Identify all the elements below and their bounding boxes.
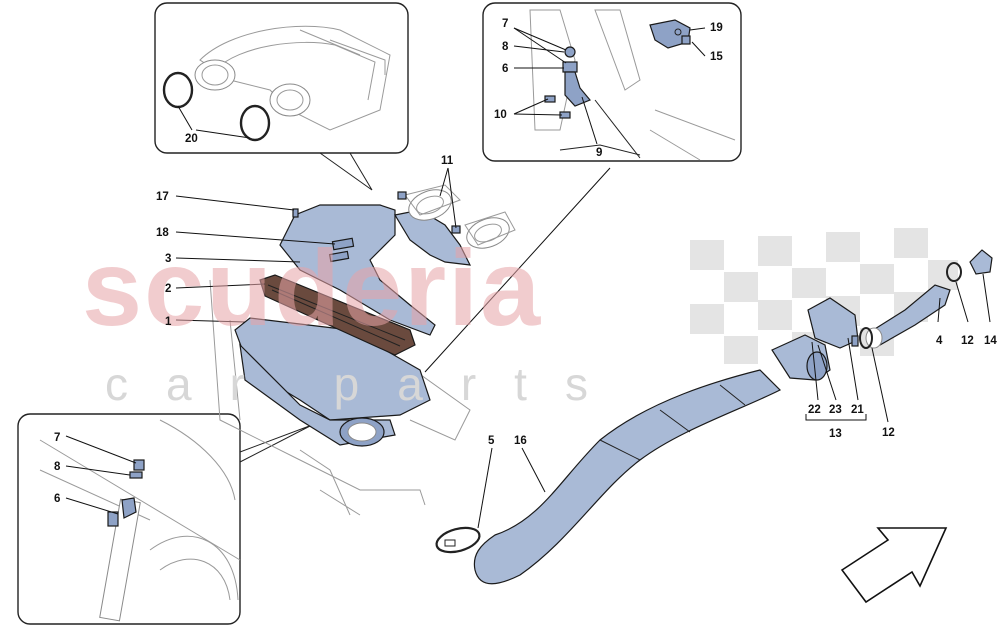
callout-23: 23: [829, 404, 842, 416]
callout-19: 19: [710, 22, 723, 34]
inset-fastener-detail: [17, 413, 313, 625]
callout-labels: 1 2 3 4 5 6 6 7 7 8 8 9 10 11 12 12 13 1…: [54, 18, 997, 505]
callout-3: 3: [165, 253, 171, 265]
callout-7-inset: 7: [54, 432, 60, 444]
callout-17: 17: [156, 191, 169, 203]
callout-11: 11: [441, 155, 454, 167]
checkered-flag-watermark: [690, 228, 958, 364]
callout-8-inset: 8: [54, 461, 61, 473]
callout-13: 13: [829, 428, 842, 440]
callout-6-top: 6: [502, 63, 508, 75]
leader-lines: [65, 27, 991, 529]
callout-10: 10: [494, 109, 507, 121]
inset-manifold: [154, 2, 409, 191]
callout-16: 16: [514, 435, 527, 447]
callout-1: 1: [165, 316, 172, 328]
callout-14: 14: [984, 335, 997, 347]
callout-7-top: 7: [502, 18, 508, 30]
callout-21: 21: [851, 404, 864, 416]
callout-5: 5: [488, 435, 495, 447]
callout-4: 4: [936, 335, 943, 347]
callout-22: 22: [808, 404, 821, 416]
intake-duct-parts: [435, 249, 993, 585]
callout-15: 15: [710, 51, 723, 63]
airbox-assembly: [209, 184, 516, 516]
watermark-sub: car parts: [105, 358, 626, 410]
callout-8-top: 8: [502, 41, 509, 53]
callout-9: 9: [596, 147, 602, 159]
forward-arrow-icon: [840, 527, 948, 604]
callout-6-inset: 6: [54, 493, 60, 505]
watermark-brand: scuderia: [82, 227, 542, 348]
inset-mount: [482, 2, 742, 162]
callout-12-lower: 12: [882, 427, 895, 439]
callout-12-right: 12: [961, 335, 974, 347]
callout-2: 2: [165, 283, 171, 295]
callout-20: 20: [185, 133, 198, 145]
callout-18: 18: [156, 227, 169, 239]
